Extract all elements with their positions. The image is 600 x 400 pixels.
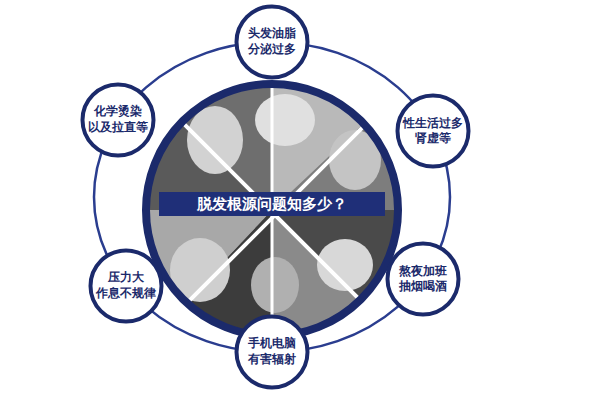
cause-text: 压力大 作息不规律 [95, 270, 157, 301]
cause-circle: 化学烫染 以及拉直等 [80, 82, 156, 158]
cause-circle: 性生活过多 肾虚等 [395, 93, 471, 169]
cause-circle: 压力大 作息不规律 [88, 248, 164, 324]
cause-text: 头发油脂 分泌过多 [241, 26, 303, 57]
cause-text: 熬夜加班 抽烟喝酒 [392, 264, 454, 295]
cause-circle: 头发油脂 分泌过多 [234, 4, 310, 80]
cause-circle: 熬夜加班 抽烟喝酒 [385, 241, 461, 317]
photo-frame [146, 84, 398, 336]
headline-band: 脱发根源问题知多少？ [159, 192, 385, 216]
headline-text: 脱发根源问题知多少？ [197, 195, 347, 213]
cause-text: 化学烫染 以及拉直等 [87, 104, 149, 135]
photo-collage [140, 80, 410, 350]
cause-text: 性生活过多 肾虚等 [402, 116, 464, 147]
cause-circle: 手机电脑 有害辐射 [234, 314, 310, 390]
cause-text: 手机电脑 有害辐射 [241, 336, 303, 367]
